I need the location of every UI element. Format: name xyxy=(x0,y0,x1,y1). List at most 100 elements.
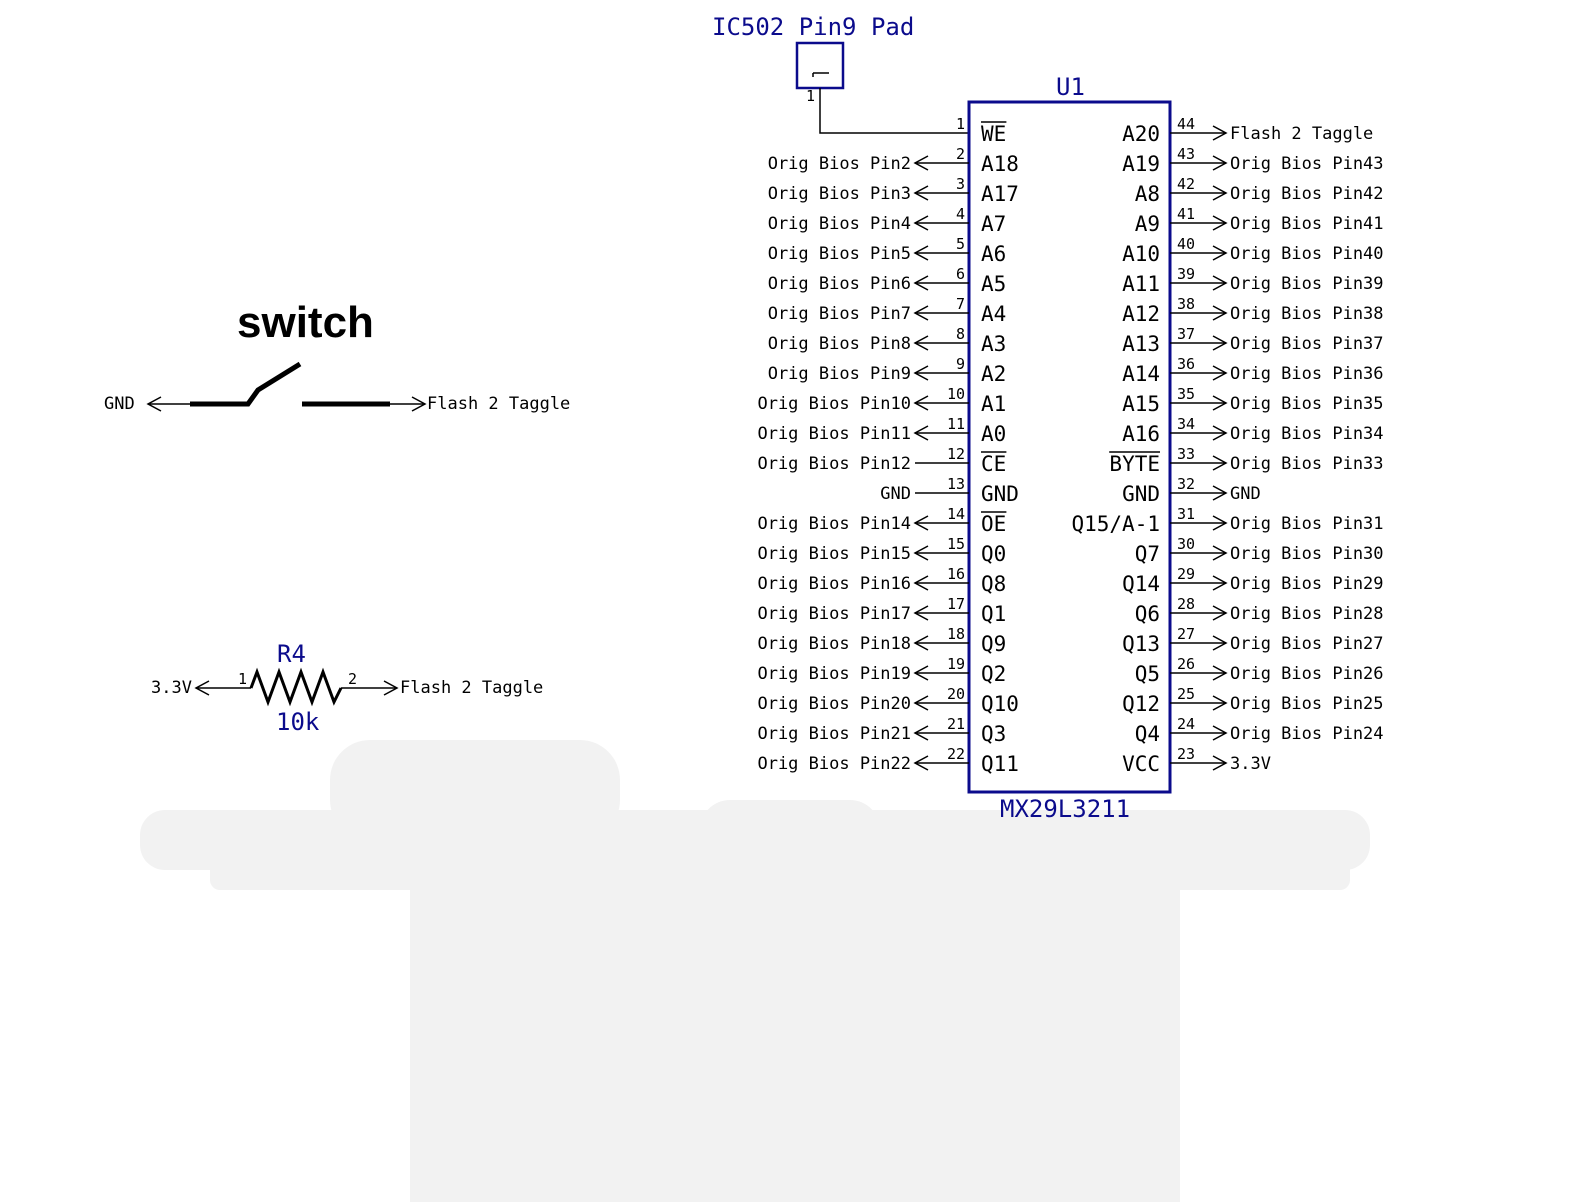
ic502-pad: IC502 Pin9 Pad 1 xyxy=(712,13,968,134)
right-pin-number: 23 xyxy=(1177,745,1195,763)
right-pin-number: 32 xyxy=(1177,475,1195,493)
left-pin-arrow xyxy=(913,725,929,741)
right-pin-arrow xyxy=(1212,215,1228,231)
right-pin-name: A11 xyxy=(1122,272,1160,296)
right-pin-number: 38 xyxy=(1177,295,1195,313)
right-pin-arrow xyxy=(1212,665,1228,681)
right-pin-arrow xyxy=(1212,695,1228,711)
left-net-label: Orig Bios Pin18 xyxy=(757,634,911,654)
left-net-label: Orig Bios Pin11 xyxy=(757,424,911,444)
right-net-label: Orig Bios Pin25 xyxy=(1230,694,1384,714)
right-pin-number: 27 xyxy=(1177,625,1195,643)
left-pin-name: A3 xyxy=(981,332,1006,356)
right-pin-arrow xyxy=(1212,305,1228,321)
left-pin-name: Q2 xyxy=(981,662,1006,686)
right-pin-arrow xyxy=(1212,425,1228,441)
left-pin-name: A1 xyxy=(981,392,1006,416)
switch-contact-left xyxy=(190,361,302,407)
right-pin-arrow xyxy=(1212,125,1228,141)
right-pin-number: 26 xyxy=(1177,655,1195,673)
left-pin-name: Q10 xyxy=(981,692,1019,716)
right-pin-arrow xyxy=(1212,545,1228,561)
left-net-label: Orig Bios Pin9 xyxy=(768,364,911,384)
right-pin-name: Q15/A-1 xyxy=(1071,512,1160,536)
right-pin-number: 36 xyxy=(1177,355,1195,373)
right-net-label: Orig Bios Pin42 xyxy=(1230,184,1384,204)
left-net-label: Orig Bios Pin16 xyxy=(757,574,911,594)
left-pin-name: A17 xyxy=(981,182,1019,206)
right-pin-number: 33 xyxy=(1177,445,1195,463)
right-pin-name: A15 xyxy=(1122,392,1160,416)
right-net-label: 3.3V xyxy=(1230,754,1271,774)
left-pin-arrow xyxy=(913,545,929,561)
left-pin-name: Q1 xyxy=(981,602,1006,626)
left-pin-number: 15 xyxy=(947,535,965,553)
resistor-ref: R4 xyxy=(277,640,306,668)
left-pin-number: 18 xyxy=(947,625,965,643)
right-net-label: Orig Bios Pin41 xyxy=(1230,214,1384,234)
right-net-label: Orig Bios Pin35 xyxy=(1230,394,1384,414)
left-net-label: Orig Bios Pin20 xyxy=(757,694,911,714)
left-pin-number: 22 xyxy=(947,745,965,763)
left-pin-number: 16 xyxy=(947,565,965,583)
right-net-label: Orig Bios Pin26 xyxy=(1230,664,1384,684)
left-pin-arrow xyxy=(913,695,929,711)
right-net-label: Orig Bios Pin38 xyxy=(1230,304,1384,324)
right-net-label: Orig Bios Pin36 xyxy=(1230,364,1384,384)
left-pin-name: WE xyxy=(981,122,1006,146)
left-net-label: Orig Bios Pin12 xyxy=(757,454,911,474)
left-net-label: Orig Bios Pin2 xyxy=(768,154,911,174)
right-pin-name: Q4 xyxy=(1135,722,1160,746)
right-pin-arrow xyxy=(1212,395,1228,411)
left-pin-name: GND xyxy=(981,482,1019,506)
left-pin-arrow xyxy=(913,635,929,651)
switch-right-arrow xyxy=(411,396,427,412)
left-pin-number: 20 xyxy=(947,685,965,703)
left-net-label: Orig Bios Pin14 xyxy=(757,514,911,534)
right-pin-arrow xyxy=(1212,275,1228,291)
pad-body xyxy=(795,41,845,90)
left-pin-number: 13 xyxy=(947,475,965,493)
right-pin-arrow xyxy=(1212,245,1228,261)
resistor-pin1: 1 xyxy=(238,670,247,688)
right-pin-arrow xyxy=(1212,605,1228,621)
left-pin-name: A7 xyxy=(981,212,1006,236)
right-pin-arrow xyxy=(1212,575,1228,591)
left-pin-number: 10 xyxy=(947,385,965,403)
left-pin-number: 6 xyxy=(956,265,965,283)
chip-part: MX29L3211 xyxy=(1000,795,1130,823)
left-pin-number: 11 xyxy=(947,415,965,433)
resistor-value: 10k xyxy=(276,708,320,736)
right-pin-number: 44 xyxy=(1177,115,1195,133)
right-pin-arrow xyxy=(1212,455,1228,471)
switch-title: switch xyxy=(237,298,374,347)
right-pin-name: A12 xyxy=(1122,302,1160,326)
right-net-label: GND xyxy=(1230,484,1261,504)
right-pin-name: A10 xyxy=(1122,242,1160,266)
left-pin-arrow xyxy=(913,245,929,261)
right-pin-name: Q13 xyxy=(1122,632,1160,656)
left-pin-arrow xyxy=(913,335,929,351)
left-pin-name: A0 xyxy=(981,422,1006,446)
resistor-pin2: 2 xyxy=(348,670,357,688)
pad-wire xyxy=(819,88,968,134)
left-pin-name: Q8 xyxy=(981,572,1006,596)
chip-body xyxy=(967,100,1172,794)
right-net-label: Orig Bios Pin27 xyxy=(1230,634,1384,654)
left-pin-number: 1 xyxy=(956,115,965,133)
right-pin-arrow xyxy=(1212,515,1228,531)
left-pin-number: 2 xyxy=(956,145,965,163)
right-net-label: Orig Bios Pin30 xyxy=(1230,544,1384,564)
right-pin-number: 41 xyxy=(1177,205,1195,223)
left-pin-arrow xyxy=(913,305,929,321)
right-net-label: Orig Bios Pin40 xyxy=(1230,244,1384,264)
left-pin-name: A4 xyxy=(981,302,1006,326)
left-net-label: Orig Bios Pin10 xyxy=(757,394,911,414)
right-pin-number: 39 xyxy=(1177,265,1195,283)
left-pin-number: 19 xyxy=(947,655,965,673)
left-pin-name: Q9 xyxy=(981,632,1006,656)
left-pin-arrow xyxy=(913,575,929,591)
left-pin-name: Q3 xyxy=(981,722,1006,746)
left-pin-arrow xyxy=(913,755,929,771)
